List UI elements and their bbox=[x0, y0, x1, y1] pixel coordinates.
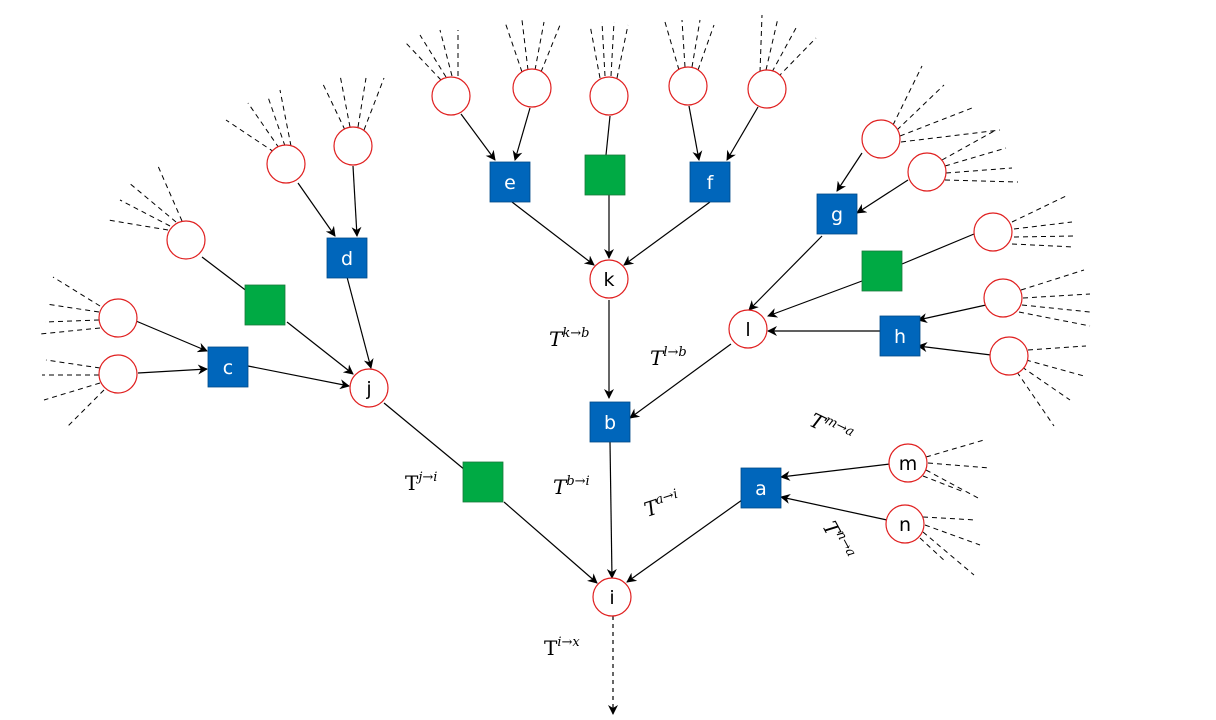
leaf-variable-circle bbox=[512, 68, 552, 108]
leaf-variable-circle bbox=[166, 220, 206, 260]
message-label-b-to-i: Tb→i bbox=[553, 474, 590, 499]
factor-b: b bbox=[589, 401, 631, 443]
factor-a: a bbox=[740, 467, 782, 509]
dashed-leaf-lines bbox=[39, 14, 1091, 576]
leaf-variable-circle bbox=[98, 354, 138, 394]
green-factor-square bbox=[861, 250, 903, 292]
leaf-variable-circle bbox=[589, 76, 629, 116]
variable-label: l bbox=[745, 319, 750, 341]
variable-label: j bbox=[365, 378, 371, 400]
variable-m: m bbox=[888, 443, 928, 483]
green-factor-square bbox=[584, 154, 626, 196]
message-label-a-to-i: Ta→i bbox=[641, 487, 683, 522]
factor-label: d bbox=[341, 248, 353, 270]
variable-label: n bbox=[899, 514, 911, 536]
variable-i: i bbox=[592, 577, 632, 617]
variable-label: m bbox=[899, 453, 918, 475]
variable-label: k bbox=[603, 269, 614, 291]
leaf-variable-circle bbox=[983, 278, 1023, 318]
variable-l: l bbox=[728, 309, 768, 349]
variable-k: k bbox=[589, 259, 629, 299]
factor-label: f bbox=[707, 172, 715, 194]
factor-g: g bbox=[816, 193, 858, 235]
green-factor-square bbox=[462, 461, 504, 503]
factor-label: b bbox=[604, 412, 616, 434]
edges bbox=[135, 105, 992, 584]
factor-label: a bbox=[755, 478, 767, 500]
factor-h: h bbox=[879, 315, 921, 357]
leaf-variable-circle bbox=[668, 66, 708, 106]
message-label-m-to-a: Tm→a bbox=[806, 407, 857, 449]
factor-e: e bbox=[489, 161, 531, 203]
leaf-variable-circle bbox=[989, 336, 1029, 376]
green-factor-square bbox=[244, 284, 286, 326]
variable-label: i bbox=[609, 587, 614, 609]
factor-label: c bbox=[223, 357, 233, 379]
variable-j: j bbox=[349, 368, 389, 408]
leaf-variable-circle bbox=[747, 69, 787, 109]
message-label-l-to-b: Tl→b bbox=[650, 345, 687, 370]
factor-c: c bbox=[207, 346, 249, 388]
leaf-variable-circle bbox=[266, 144, 306, 184]
message-label-i-to-x: Ti→x bbox=[544, 635, 580, 660]
leaf-variables bbox=[98, 66, 1029, 394]
leaf-variable-circle bbox=[333, 126, 373, 166]
factor-d: d bbox=[326, 237, 368, 279]
green-factors bbox=[244, 154, 903, 503]
factor-label: e bbox=[504, 172, 516, 194]
message-label-k-to-b: Tk→b bbox=[549, 326, 589, 351]
leaf-variable-circle bbox=[973, 212, 1013, 252]
leaf-variable-circle bbox=[861, 119, 901, 159]
factor-f: f bbox=[689, 161, 731, 203]
leaf-variable-circle bbox=[431, 76, 471, 116]
factor-label: h bbox=[894, 326, 906, 348]
factor-label: g bbox=[831, 204, 843, 226]
variable-n: n bbox=[885, 504, 925, 544]
message-label-j-to-i: Tj→i bbox=[405, 470, 437, 495]
leaf-variable-circle bbox=[907, 152, 947, 192]
leaf-variable-circle bbox=[98, 298, 138, 338]
message-label-n-to-a: Tn→a bbox=[818, 517, 859, 564]
